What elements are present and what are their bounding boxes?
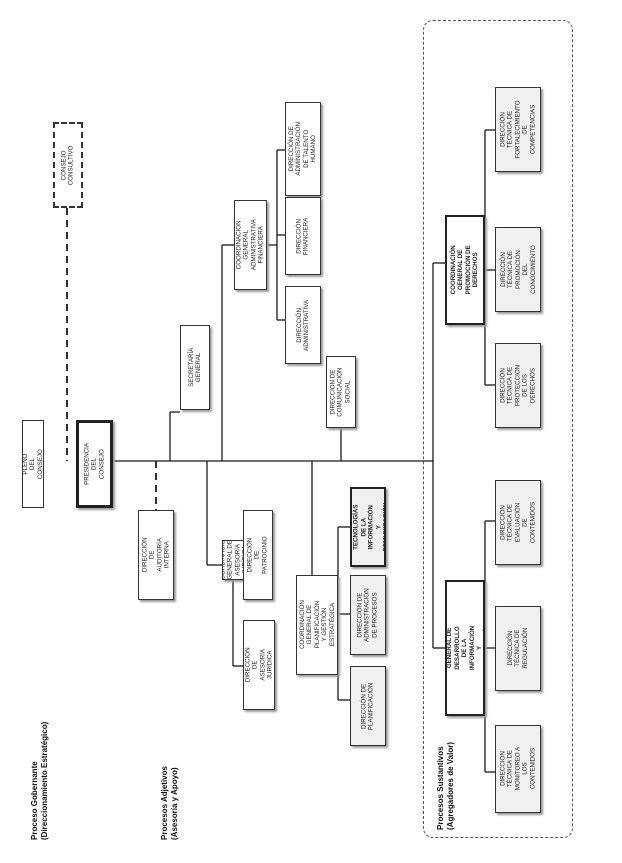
node-label: DIRECCIÓN DE ADMINISTRACIÓN DE TALENTO H… [288, 122, 318, 176]
node-direccion-patrocinio: DIRECCIÓN DE PATROCINIO [243, 510, 273, 600]
node-direccion-planificacion: DIRECCIÓN DE PLANIFICACIÓN [350, 666, 386, 746]
node-presidencia-del-consejo: PRESIDENCIA DEL CONSEJO [76, 420, 113, 508]
node-label: DIRECCIÓN TÉCNICA DE PROMOCIÓN DEL CONOC… [499, 245, 537, 294]
node-label: DIRECCIÓN TÉCNICA DE FORTALECIMIENTO DE … [499, 100, 537, 159]
node-label: DIRECCIÓN DE AUDITORÍA INTERNA [141, 537, 171, 573]
node-dt-proteccion-derechos: DIRECCIÓN TÉCNICA DE PROTECCIÓN DE LOS D… [495, 343, 541, 428]
node-direccion-asesoria-juridica: DIRECCIÓN DE ASESORÍA JURÍDICA [243, 620, 275, 710]
node-label: COORDINACIÓN GENERAL DE PROMOCIÓN DE DER… [450, 245, 480, 295]
node-coord-asesoria-juridica: COORDINACIÓN GENERAL DE ASESORÍA JURÍDIC… [222, 540, 246, 580]
node-label: DIRECCIÓN TÉCNICA DE PROTECCIÓN DE LOS D… [499, 364, 537, 407]
title-procesos-adjetivos: Procesos Adjetivos (Asesoría y Apoyo) [160, 766, 180, 840]
node-dt-fortalecimiento-competencias: DIRECCIÓN TÉCNICA DE FORTALECIMIENTO DE … [495, 87, 541, 172]
title-proceso-gobernante: Proceso Gobernante (Direccionamiento Est… [30, 722, 50, 840]
node-label: DIRECCIÓN DE ASESORÍA JURÍDICA [244, 647, 274, 683]
node-label: DIRECCIÓN FINANCIERA [295, 217, 310, 255]
title-line: (Asesoría y Apoyo) [170, 767, 179, 840]
node-pleno-del-consejo: PLENO DEL CONSEJO [22, 420, 44, 508]
node-consejo-consultivo: CONSEJO CONSULTIVO [53, 122, 83, 208]
node-direccion-procesos: DIRECCIÓN DE ADMINISTRACIÓN DE PROCESOS [350, 575, 386, 655]
node-coord-desarrollo-informacion: COORDINACIÓN GENERAL DE DESARROLLO DE LA… [445, 580, 485, 716]
node-dt-regulacion: DIRECCIÓN TÉCNICA DE REGULACIÓN [495, 606, 541, 691]
title-line: (Agregadores de Valor) [446, 741, 455, 830]
node-label: COORDINACIÓN GENERAL DE DESARROLLO DE LA… [446, 625, 484, 671]
node-coord-promocion-derechos: COORDINACIÓN GENERAL DE PROMOCIÓN DE DER… [445, 215, 485, 325]
title-line: Proceso Gobernante [30, 761, 39, 840]
node-label: DIRECCIÓN TÉCNICA DE MONITOREO A LOS CON… [499, 747, 537, 791]
node-dt-monitoreo-contenidos: DIRECCIÓN TÉCNICA DE MONITOREO A LOS CON… [495, 725, 541, 813]
node-label: DIRECCIÓN DE PATROCINIO [246, 536, 269, 574]
node-label: DIRECCIÓN ADMINISTRATIVA [295, 299, 311, 351]
node-dt-promocion-conocimiento: DIRECCIÓN TÉCNICA DE PROMOCIÓN DEL CONOC… [495, 227, 541, 312]
node-dt-evaluacion-contenidos: DIRECCIÓN TÉCNICA DE EVALUACIÓN DE CONTE… [495, 480, 541, 565]
node-direccion-financiera: DIRECCIÓN FINANCIERA [285, 197, 321, 275]
node-label: COORDINACIÓN GENERAL ADMINISTRATIVA FINA… [235, 219, 265, 271]
node-direccion-administrativa: DIRECCIÓN ADMINISTRATIVA [285, 286, 321, 364]
node-coord-administrativa-financiera: COORDINACIÓN GENERAL ADMINISTRATIVA FINA… [234, 200, 267, 290]
node-coord-planificacion: COORDINACIÓN GENERAL DE PLANIFICACIÓN Y … [296, 575, 338, 675]
node-label: DIRECCIÓN DE COMUNICACIÓN SOCIAL [329, 367, 352, 417]
title-line: (Direccionamiento Estratégico) [40, 721, 49, 840]
node-label: DIRECCIÓN TÉCNICA DE EVALUACIÓN DE CONTE… [499, 501, 537, 544]
node-direccion-talento-humano: DIRECCIÓN DE ADMINISTRACIÓN DE TALENTO H… [285, 102, 321, 196]
node-direccion-comunicacion-social: DIRECCIÓN DE COMUNICACIÓN SOCIAL [326, 356, 356, 428]
node-label: COORDINACIÓN GENERAL DE PLANIFICACIÓN Y … [298, 600, 336, 650]
node-direccion-tic: DIRECCIÓN DE TECNOLOGÍAS DE LA INFORMACI… [350, 487, 386, 567]
node-label: DIRECCIÓN DE PLANIFICACIÓN [360, 682, 375, 730]
node-label: SECRETARÍA GENERAL [187, 347, 202, 387]
title-procesos-sustantivos: Procesos Sustantivos (Agregadores de Val… [436, 742, 456, 830]
sustantivos-group-frame [423, 20, 573, 838]
node-direccion-auditoria-interna: DIRECCIÓN DE AUDITORÍA INTERNA [138, 510, 174, 600]
node-label: DIRECCIÓN TÉCNICA DE REGULACIÓN [506, 628, 529, 669]
node-label: DIRECCIÓN DE ADMINISTRACIÓN DE PROCESOS [356, 588, 379, 642]
node-label: CONSEJO CONSULTIVO [60, 145, 76, 185]
node-label: PLENO DEL CONSEJO [22, 449, 44, 479]
node-secretaria-general: SECRETARÍA GENERAL [180, 325, 210, 410]
node-label: PRESIDENCIA DEL CONSEJO [83, 442, 106, 485]
title-line: Procesos Sustantivos [436, 746, 445, 830]
title-line: Procesos Adjetivos [160, 766, 169, 840]
node-label: DIRECCIÓN DE TECNOLOGÍAS DE LA INFORMACI… [350, 502, 386, 552]
